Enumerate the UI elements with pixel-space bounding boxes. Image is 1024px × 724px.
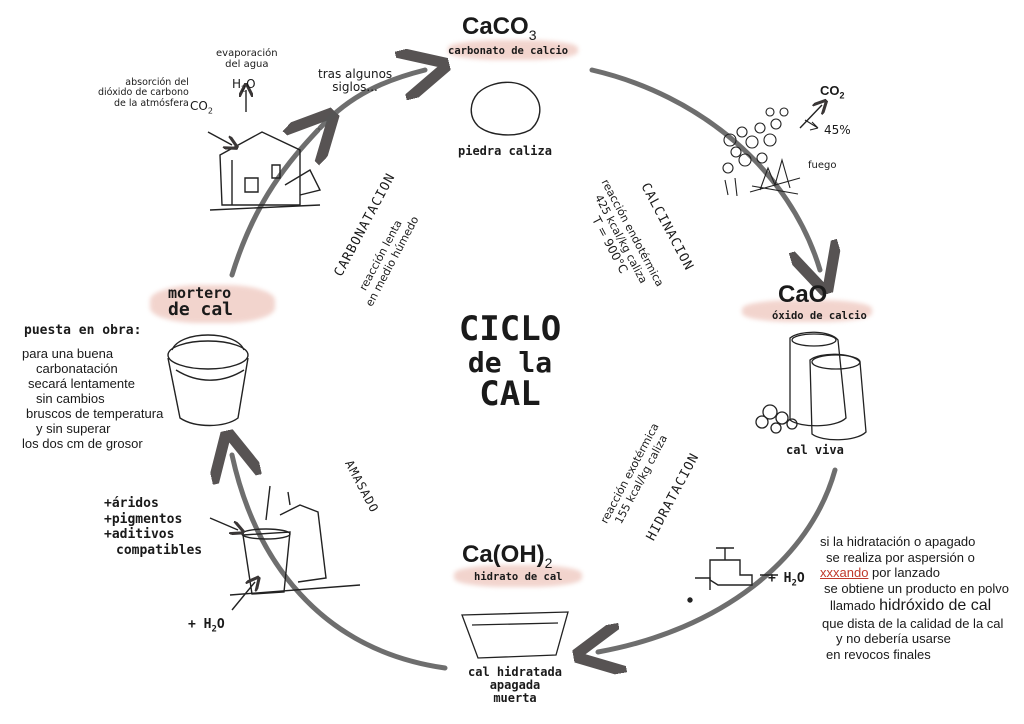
absorption-line2: dióxido de carbono — [98, 87, 189, 99]
note-line8: en revocos finales — [826, 646, 931, 662]
brush-caoh2 — [454, 565, 582, 587]
placement-line: y sin superar — [36, 420, 111, 436]
fire-co2: CO2 — [820, 83, 845, 101]
note-line6: que dista de la calidad de la cal — [822, 615, 1004, 631]
sacks-sketch — [755, 331, 867, 441]
caco3-name: carbonato de calcio — [448, 45, 569, 57]
hydrated-caption: cal hidratada apagada muerta — [460, 665, 570, 706]
co2-percent: 45% — [824, 123, 851, 137]
placement-line: bruscos de temperatura — [26, 405, 164, 421]
caoh2-name: hidrato de cal — [474, 571, 563, 583]
mix-item: +áridos — [104, 496, 159, 511]
brush-caco3 — [448, 40, 578, 60]
arrow-carbonation — [229, 130, 318, 278]
note-line7: y no debería usarse — [836, 631, 951, 647]
note-line5-big: hidróxido de cal — [879, 597, 992, 615]
title-line1: CICLO — [458, 309, 562, 349]
note-line1: si la hidratación o apagado — [820, 534, 976, 549]
fire-label: fuego — [808, 160, 837, 171]
mix-item-cont: compatibles — [116, 542, 203, 558]
house-sketch — [207, 90, 322, 211]
cao-name: óxido de calcio — [772, 310, 867, 322]
title-line2: de la — [467, 345, 553, 379]
note-line3: xxxando por lanzado — [816, 565, 1009, 581]
note-line5: llamado hidróxido de cal — [816, 596, 1009, 615]
hydration-side-note: si la hidratación o apagado se realiza p… — [816, 534, 1009, 662]
cycle-title: CICLO de la CAL — [440, 309, 580, 415]
mix-water: + H2O — [188, 617, 225, 635]
mix-items: +áridos +pigmentos +aditivos compatibles — [104, 496, 202, 558]
quicklime-caption: cal viva — [786, 443, 844, 457]
mortar-title: mortero de cal — [168, 286, 233, 319]
hydrated-line1: cal hidratada — [468, 665, 562, 679]
arrow-centuries — [317, 70, 425, 131]
evaporation-note: evaporación del agua — [216, 48, 278, 70]
absorption-note: absorción del dióxido de carbono de la a… — [98, 77, 189, 109]
hydrated-line3: muerta — [493, 691, 537, 706]
tap-sketch — [687, 547, 778, 603]
limestone-sketch — [470, 81, 541, 136]
mix-item: +aditivos — [104, 527, 175, 543]
caco3-formula: CaCO3 — [462, 13, 537, 43]
brush-cao — [742, 300, 872, 322]
fire-sketch — [722, 107, 819, 197]
evaporation-line2: del agua — [225, 59, 269, 70]
title-line3: CAL — [479, 374, 541, 415]
arrow-kneading — [232, 455, 448, 671]
absorption-line1: absorción del — [125, 77, 189, 88]
note-line4: se obtiene un producto en polvo — [824, 580, 1010, 596]
centuries-line1: tras algunos — [318, 67, 393, 81]
hydrated-line2: apagada — [489, 678, 541, 693]
absorption-line3: de la atmósfera — [113, 97, 189, 109]
mix-item: +pigmentos — [104, 511, 183, 527]
cao-formula: CaO — [778, 281, 828, 308]
mortar-line1: mortero — [168, 284, 232, 302]
house-h2o: H2O — [232, 77, 256, 94]
placement-line: los dos cm de grosor — [22, 435, 143, 451]
house-co2: CO2 — [190, 99, 213, 116]
placement-list: para una buena carbonatación secará lent… — [22, 346, 164, 452]
mixing-sketch — [209, 485, 361, 611]
placement-line: sin cambios — [36, 390, 105, 406]
tray-sketch — [461, 611, 569, 659]
caoh2-formula: Ca(OH)2 — [462, 541, 553, 571]
centuries-line2: siglos... — [332, 80, 378, 95]
arrow-hydration — [598, 467, 838, 652]
limestone-caption: piedra caliza — [458, 144, 552, 158]
note-line3-rest: por lanzado — [868, 565, 940, 581]
placement-line: secará lentamente — [28, 375, 135, 391]
placement-line: para una buena — [22, 346, 114, 361]
tap-water: + H2O — [768, 571, 805, 589]
centuries-note: tras algunos siglos... — [318, 67, 393, 95]
bucket-sketch — [167, 334, 249, 427]
mortar-line2: de cal — [168, 299, 234, 320]
brush-mortar — [150, 285, 275, 323]
note-line2: se realiza por aspersión o — [826, 549, 975, 565]
note-line5-start: llamado — [830, 598, 876, 614]
placement-title: puesta en obra: — [24, 323, 142, 338]
placement-line: carbonatación — [36, 360, 118, 376]
evaporation-line1: evaporación — [216, 48, 278, 59]
note-strike-word: xxxando — [820, 565, 869, 581]
